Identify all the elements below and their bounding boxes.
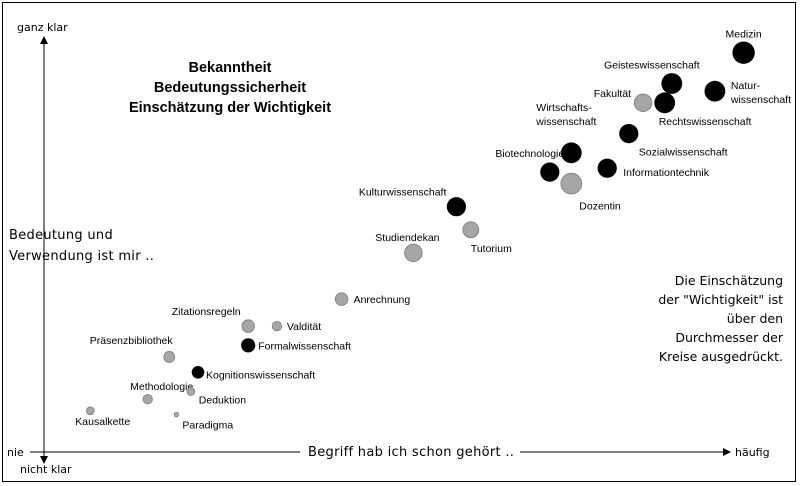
y-bottom-label: nicht klar [20,463,72,476]
data-point-8 [597,158,617,178]
point-label-11: Tutorium [471,243,512,255]
data-point-14 [241,319,255,333]
data-point-20 [186,387,196,396]
point-label-19: Methodologie [130,381,193,393]
point-label-10: Kulturwissenschaft [359,187,447,199]
note-line-1: Die Einschätzung [675,273,783,288]
chart-title-line-3: Einschätzung der Wichtigkeit [129,100,331,116]
data-point-13 [334,292,349,306]
point-label-18: Kognitionswissenschaft [206,369,315,381]
chart-title-line-2: Bedeutungssicherheit [154,80,306,96]
point-label-14: Zitationsregeln [172,306,241,318]
data-point-19 [142,394,153,405]
point-label-1: Geisteswissenschaft [604,60,700,72]
data-point-18 [191,366,205,379]
point-label-0: Medizin [726,29,762,41]
data-point-12 [404,243,423,263]
data-point-1 [661,73,683,94]
point-label-3: Rechtswissenschaft [659,116,752,128]
data-point-15 [271,320,282,332]
point-label-21: Kausalkette [75,416,130,428]
data-point-5 [619,124,639,144]
data-point-6 [560,142,582,164]
points-layer: MedizinGeisteswissenschaftNatur-wissensc… [75,29,791,432]
x-axis-label: Begriff hab ich schon gehört .. [308,445,514,460]
data-point-9 [560,172,583,195]
note-line-2: der "Wichtigkeit" ist [658,292,783,307]
data-point-2 [704,80,726,102]
y-top-label: ganz klar [17,21,68,34]
data-point-7 [540,162,560,182]
point-label-17: Präsenzbibliothek [90,335,174,347]
point-label-8: Informationtechnik [623,167,710,179]
data-point-16 [241,338,256,353]
y-axis-label-line-2: Verwendung ist mir .. [9,249,154,264]
point-label-12: Studiendekan [375,232,439,244]
data-point-22 [173,411,179,418]
point-label-16: Formalwissenschaft [258,340,351,352]
data-point-4 [633,93,653,113]
data-point-21 [86,406,95,416]
point-label-2: Natur-wissenschaft [730,80,791,106]
point-label-5: Sozialwissenschaft [639,147,728,159]
point-label-13: Anrechnung [354,294,411,306]
data-point-10 [446,197,466,217]
point-label-9: Dozentin [579,201,621,213]
chart-title-line-1: Bekanntheit [189,60,272,76]
y-axis-label-line-1: Bedeutung und [9,228,113,243]
x-left-label: nie [7,446,24,459]
point-label-20: Deduktion [199,395,246,407]
point-label-15: Valdität [287,321,321,333]
data-point-3 [654,92,676,114]
point-label-4: Fakultät [594,88,631,100]
data-point-17 [163,350,176,363]
point-label-7: Biotechnologie [495,148,564,160]
note-line-4: Durchmesser der [675,330,784,345]
data-point-0 [732,41,755,64]
x-right-label: häufig [735,446,770,459]
data-point-11 [462,221,480,239]
point-label-6: Wirtschafts-wissenschaft [535,102,596,128]
note-line-3: über den [727,311,783,326]
note-line-5: Kreise ausgedrückt. [659,349,783,364]
point-label-22: Paradigma [182,420,233,432]
